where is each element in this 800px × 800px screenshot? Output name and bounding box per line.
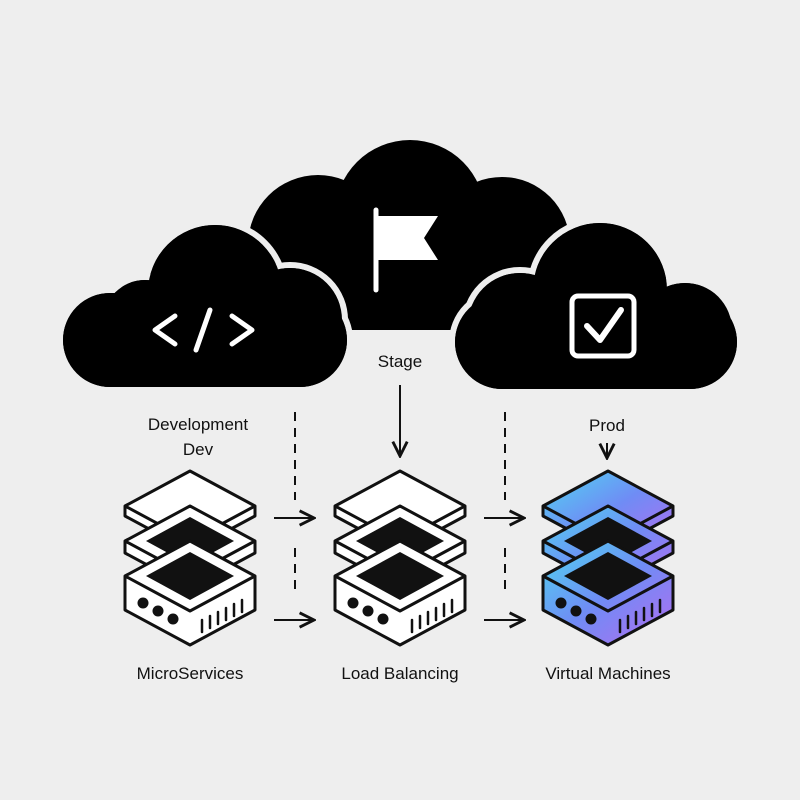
virtual-machines-label: Virtual Machines [545, 664, 671, 683]
stage-label: Stage [377, 352, 423, 371]
flow-arrows [274, 518, 524, 620]
dev-label-line2: Dev [182, 440, 214, 459]
microservices-label: MicroServices [136, 664, 244, 683]
checkbox-icon [569, 293, 637, 359]
virtual-machines-server-icon [541, 469, 675, 647]
dashed-connectors [294, 412, 506, 590]
dev-label-line1: Development [147, 415, 249, 434]
code-icon [152, 307, 255, 353]
load-balancing-server-icon [333, 469, 467, 647]
microservices-server-icon [123, 469, 257, 647]
flag-icon [373, 207, 438, 293]
prod-label: Prod [589, 416, 625, 435]
load-balancing-label: Load Balancing [341, 664, 459, 683]
